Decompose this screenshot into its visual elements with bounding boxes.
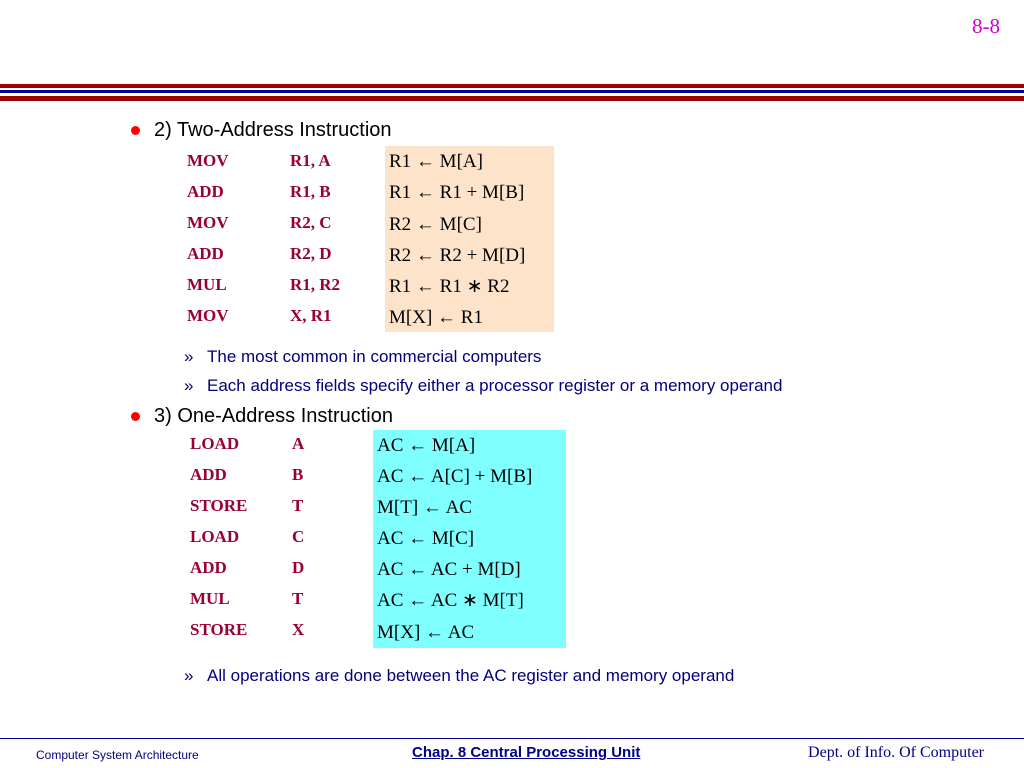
- footer-rule: [0, 738, 1024, 739]
- note-item: » Each address fields specify either a p…: [184, 376, 782, 396]
- rtl-statement: R1 ← R1 + M[B]: [389, 182, 525, 204]
- instruction-row: LOAD C: [190, 521, 304, 552]
- instruction-row: ADD R1, B: [187, 176, 340, 207]
- rtl-statement: R2 ← M[C]: [389, 213, 482, 235]
- note-text: Each address fields specify either a pro…: [207, 376, 783, 395]
- opcode: MUL: [187, 275, 227, 294]
- note-marker: »: [184, 376, 194, 395]
- opcode: ADD: [187, 244, 224, 263]
- rtl-statement: M[X] ← R1: [389, 307, 483, 329]
- opcode: MOV: [187, 306, 229, 325]
- instruction-row: MOV R1, A: [187, 145, 340, 176]
- opcode: MUL: [190, 589, 230, 608]
- footer-chapter-title: Chap. 8 Central Processing Unit: [412, 744, 641, 761]
- footer-department: Dept. of Info. Of Computer: [808, 744, 984, 761]
- operands: T: [292, 496, 304, 515]
- header-rule-blue: [0, 90, 1024, 93]
- opcode: LOAD: [190, 434, 240, 453]
- note-text: All operations are done between the AC r…: [207, 666, 735, 685]
- instruction-row: MOV R2, C: [187, 207, 340, 238]
- two-address-heading: 2) Two-Address Instruction: [154, 119, 392, 141]
- rtl-statement: R1 ← M[A]: [389, 151, 483, 172]
- instruction-row: ADD D: [190, 552, 304, 583]
- rtl-statement: AC ← M[A]: [377, 435, 476, 456]
- rtl-statement: R1 ← R1 ∗ R2: [389, 276, 510, 298]
- operands: D: [292, 558, 305, 577]
- instruction-row: STORE X: [190, 614, 304, 645]
- operands: R1, R2: [290, 275, 341, 294]
- opcode: STORE: [190, 496, 248, 515]
- operands: X, R1: [290, 306, 332, 325]
- operands: T: [292, 589, 304, 608]
- opcode: ADD: [190, 465, 227, 484]
- note-marker: »: [184, 347, 194, 366]
- instruction-row: ADD R2, D: [187, 238, 340, 269]
- note-item: » The most common in commercial computer…: [184, 347, 541, 367]
- instruction-row: STORE T: [190, 490, 304, 521]
- one-address-program: LOAD A ADD B STORE T LOAD C ADD D MUL T STORE X: [190, 428, 304, 645]
- two-address-rtl-box: R1 ← M[A] R1 ← R1 + M[B] R2 ← M[C] R2 ← …: [385, 146, 554, 332]
- bullet-one-address: 3) One-Address Instruction: [131, 405, 393, 428]
- operands: R2, D: [290, 244, 332, 263]
- opcode: ADD: [187, 182, 224, 201]
- operands: C: [292, 527, 305, 546]
- bullet-dot: [131, 412, 140, 421]
- opcode: MOV: [187, 213, 229, 232]
- bullet-dot: [131, 126, 140, 135]
- instruction-row: MOV X, R1: [187, 300, 340, 331]
- note-marker: »: [184, 666, 194, 685]
- opcode: MOV: [187, 151, 229, 170]
- operands: R1, B: [290, 182, 331, 201]
- rtl-statement: AC ← AC + M[D]: [377, 559, 521, 581]
- two-address-program: MOV R1, A ADD R1, B MOV R2, C ADD R2, D MUL R…: [187, 145, 340, 331]
- header-rule-red-bottom: [0, 96, 1024, 101]
- instruction-row: ADD B: [190, 459, 304, 490]
- rtl-statement: AC ← M[C]: [377, 528, 475, 550]
- operands: X: [292, 620, 305, 639]
- opcode: ADD: [190, 558, 227, 577]
- bullet-two-address: 2) Two-Address Instruction: [131, 119, 392, 142]
- opcode: STORE: [190, 620, 248, 639]
- note-item: » All operations are done between the AC…: [184, 666, 734, 686]
- operands: R2, C: [290, 213, 332, 232]
- instruction-row: MUL T: [190, 583, 304, 614]
- instruction-row: LOAD A: [190, 428, 304, 459]
- rtl-statement: AC ← AC ∗ M[T]: [377, 590, 524, 612]
- operands: R1, A: [290, 151, 331, 170]
- rtl-statement: M[X] ← AC: [377, 621, 475, 643]
- footer-course-title: Computer System Architecture: [36, 748, 199, 762]
- opcode: LOAD: [190, 527, 240, 546]
- header-rule-red-top: [0, 84, 1024, 88]
- operands: A: [292, 434, 305, 453]
- note-text: The most common in commercial computers: [207, 347, 542, 366]
- rtl-statement: M[T] ← AC: [377, 497, 472, 519]
- operands: B: [292, 465, 304, 484]
- instruction-row: MUL R1, R2: [187, 269, 340, 300]
- one-address-rtl-box: AC ← M[A] AC ← A[C] + M[B] M[T] ← AC AC …: [373, 430, 566, 648]
- slide-number: 8-8: [972, 14, 1000, 38]
- rtl-statement: R2 ← R2 + M[D]: [389, 244, 526, 266]
- rtl-statement: AC ← A[C] + M[B]: [377, 466, 533, 488]
- one-address-heading: 3) One-Address Instruction: [154, 405, 393, 427]
